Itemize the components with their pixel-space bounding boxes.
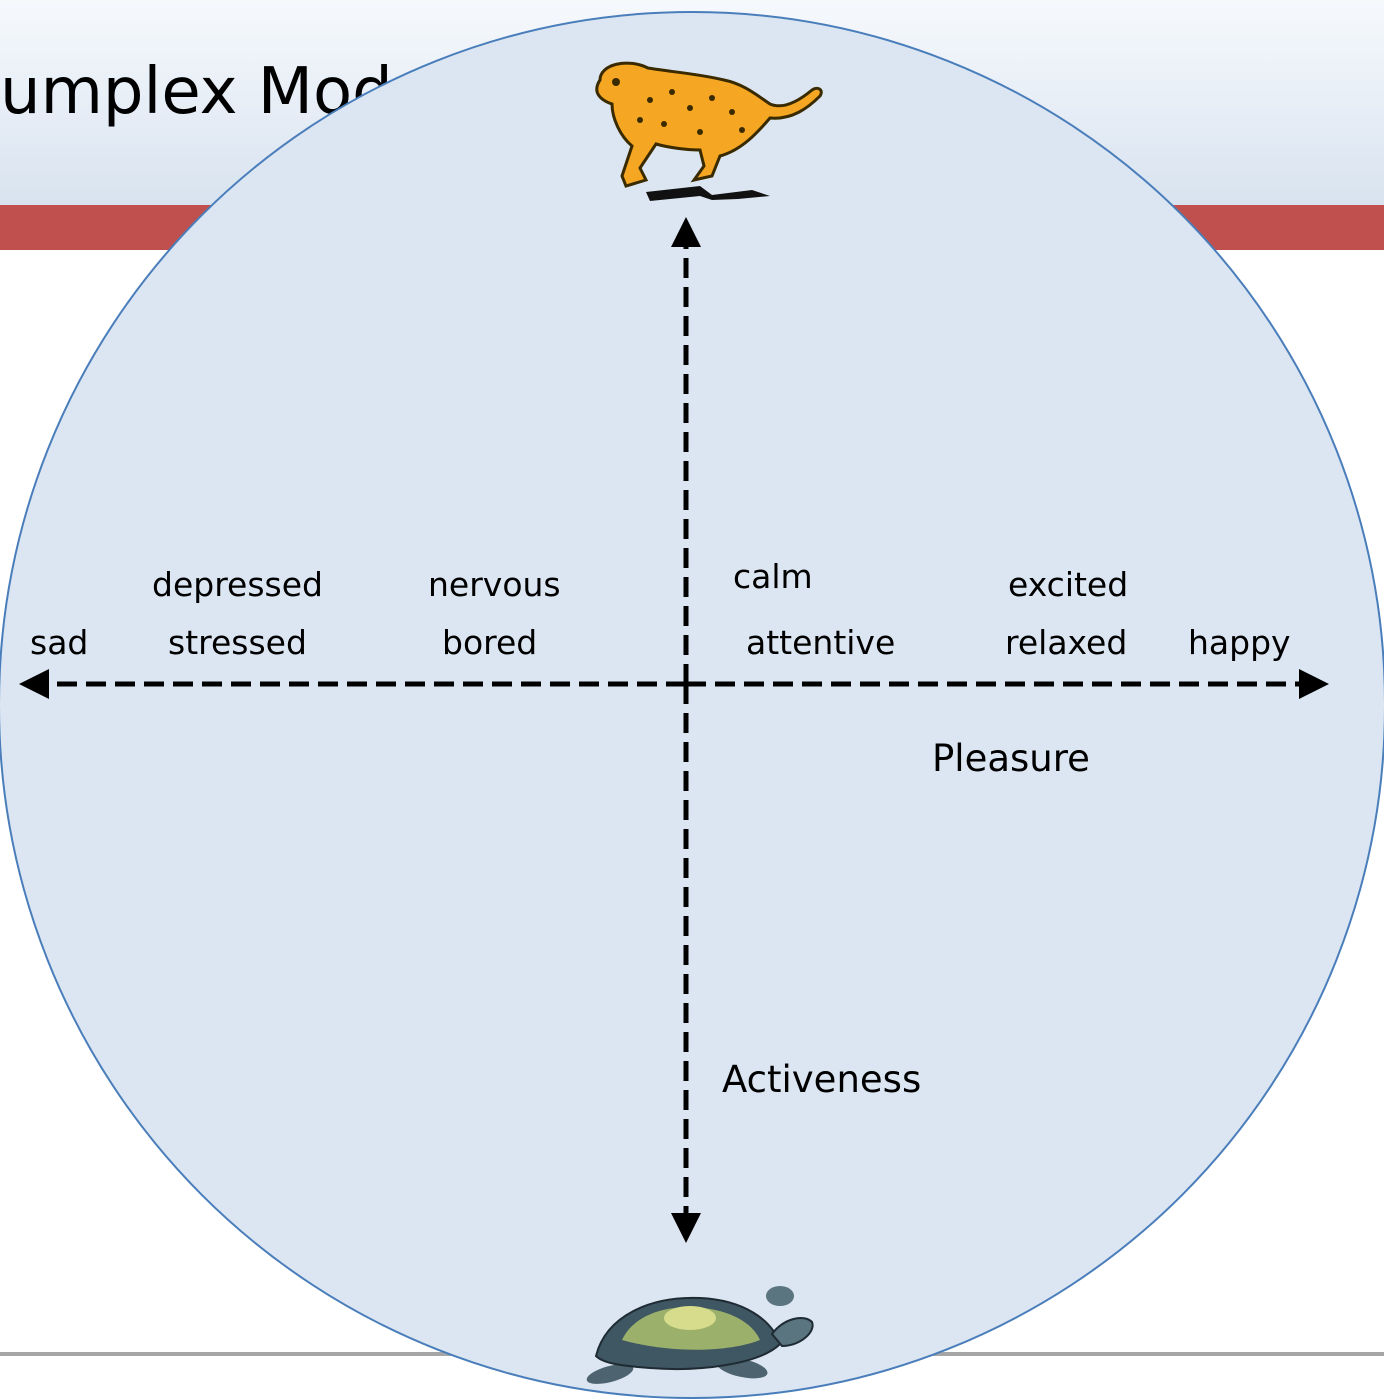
emotion-label-sad: sad <box>30 623 88 662</box>
emotion-label-excited: excited <box>1008 565 1128 604</box>
emotion-label-bored: bored <box>442 623 537 662</box>
pleasure-axis-label: Pleasure <box>932 737 1090 780</box>
emotion-label-attentive: attentive <box>746 623 895 662</box>
emotion-label-stressed: stressed <box>168 623 307 662</box>
activeness-axis-label: Activeness <box>722 1058 921 1101</box>
emotion-label-depressed: depressed <box>152 565 323 604</box>
emotion-label-calm: calm <box>733 557 813 596</box>
emotion-label-relaxed: relaxed <box>1005 623 1127 662</box>
turtle-icon <box>586 1286 814 1384</box>
cheetah-icon <box>595 61 823 201</box>
emotion-label-nervous: nervous <box>428 565 561 604</box>
circumplex-circle <box>0 11 1384 1399</box>
emotion-label-happy: happy <box>1188 623 1291 662</box>
